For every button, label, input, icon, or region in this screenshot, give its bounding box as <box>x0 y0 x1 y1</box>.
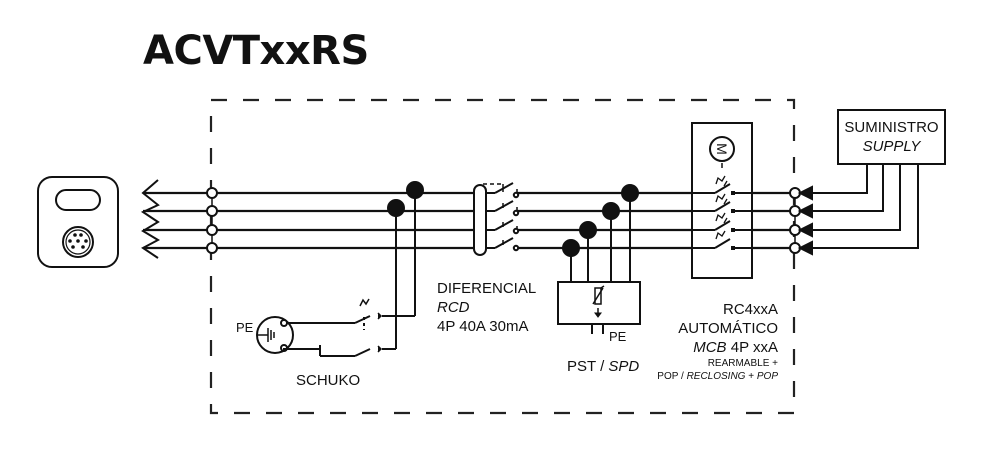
mcb-feature-line2: POP / RECLOSING + POP <box>657 370 778 383</box>
spd-name-en: SPD <box>608 358 640 375</box>
schuko-socket-icon <box>256 316 321 356</box>
supply-label: SUMINISTRO SUPPLY <box>838 118 945 156</box>
spd-pe-label: PE <box>609 329 627 344</box>
spd-separator: / <box>595 358 609 375</box>
mcb-feature-line1: REARMABLE + <box>707 358 778 369</box>
rcd-symbol <box>473 182 520 256</box>
spd-label: PST / SPD <box>567 357 639 376</box>
mcb-feature-reclosing: RECLOSING <box>686 371 746 382</box>
enclosure-boundary <box>209 98 796 415</box>
supply-name: SUMINISTRO <box>844 119 939 136</box>
supply-name-en: SUPPLY <box>862 138 921 155</box>
rcd-name-en: RCD <box>437 299 470 316</box>
mcb-feature-pop: POP / <box>657 371 687 382</box>
input-terminals-left <box>206 187 218 254</box>
diagram-title: ACVTxxRS <box>143 28 369 74</box>
mcb-name: AUTOMÁTICO <box>678 320 778 337</box>
spd-name: PST <box>567 358 596 375</box>
mcb-name-en: MCB <box>693 339 727 356</box>
supply-feed-lines <box>797 164 919 256</box>
spd-tap-nodes <box>562 184 639 282</box>
input-terminals-right <box>789 187 801 254</box>
mcb-rating: 4P xxA <box>726 339 778 356</box>
spd-box <box>557 281 641 334</box>
cable-break-icon <box>140 179 161 259</box>
schuko-label: SCHUKO <box>296 372 361 389</box>
schuko-tap-nodes <box>387 181 424 349</box>
supply-box <box>837 109 946 165</box>
mcb-box <box>691 122 753 279</box>
rcd-rating: 4P 40A 30mA <box>437 318 529 335</box>
mcb-feature-plus: + <box>745 371 757 382</box>
schuko-pe-label: PE <box>236 320 254 335</box>
motor-icon: M <box>709 136 735 162</box>
mcb-label: RC4xxA AUTOMÁTICO MCB 4P xxA REARMABLE +… <box>657 300 778 383</box>
motor-symbol: M <box>714 143 730 155</box>
mcb-model: RC4xxA <box>722 301 778 318</box>
mcb-feature-pop-en: POP <box>756 371 778 382</box>
ev-connector-icon <box>37 176 119 268</box>
rcd-name: DIFERENCIAL <box>437 280 537 297</box>
rcd-label: DIFERENCIAL RCD 4P 40A 30mA <box>437 279 536 336</box>
